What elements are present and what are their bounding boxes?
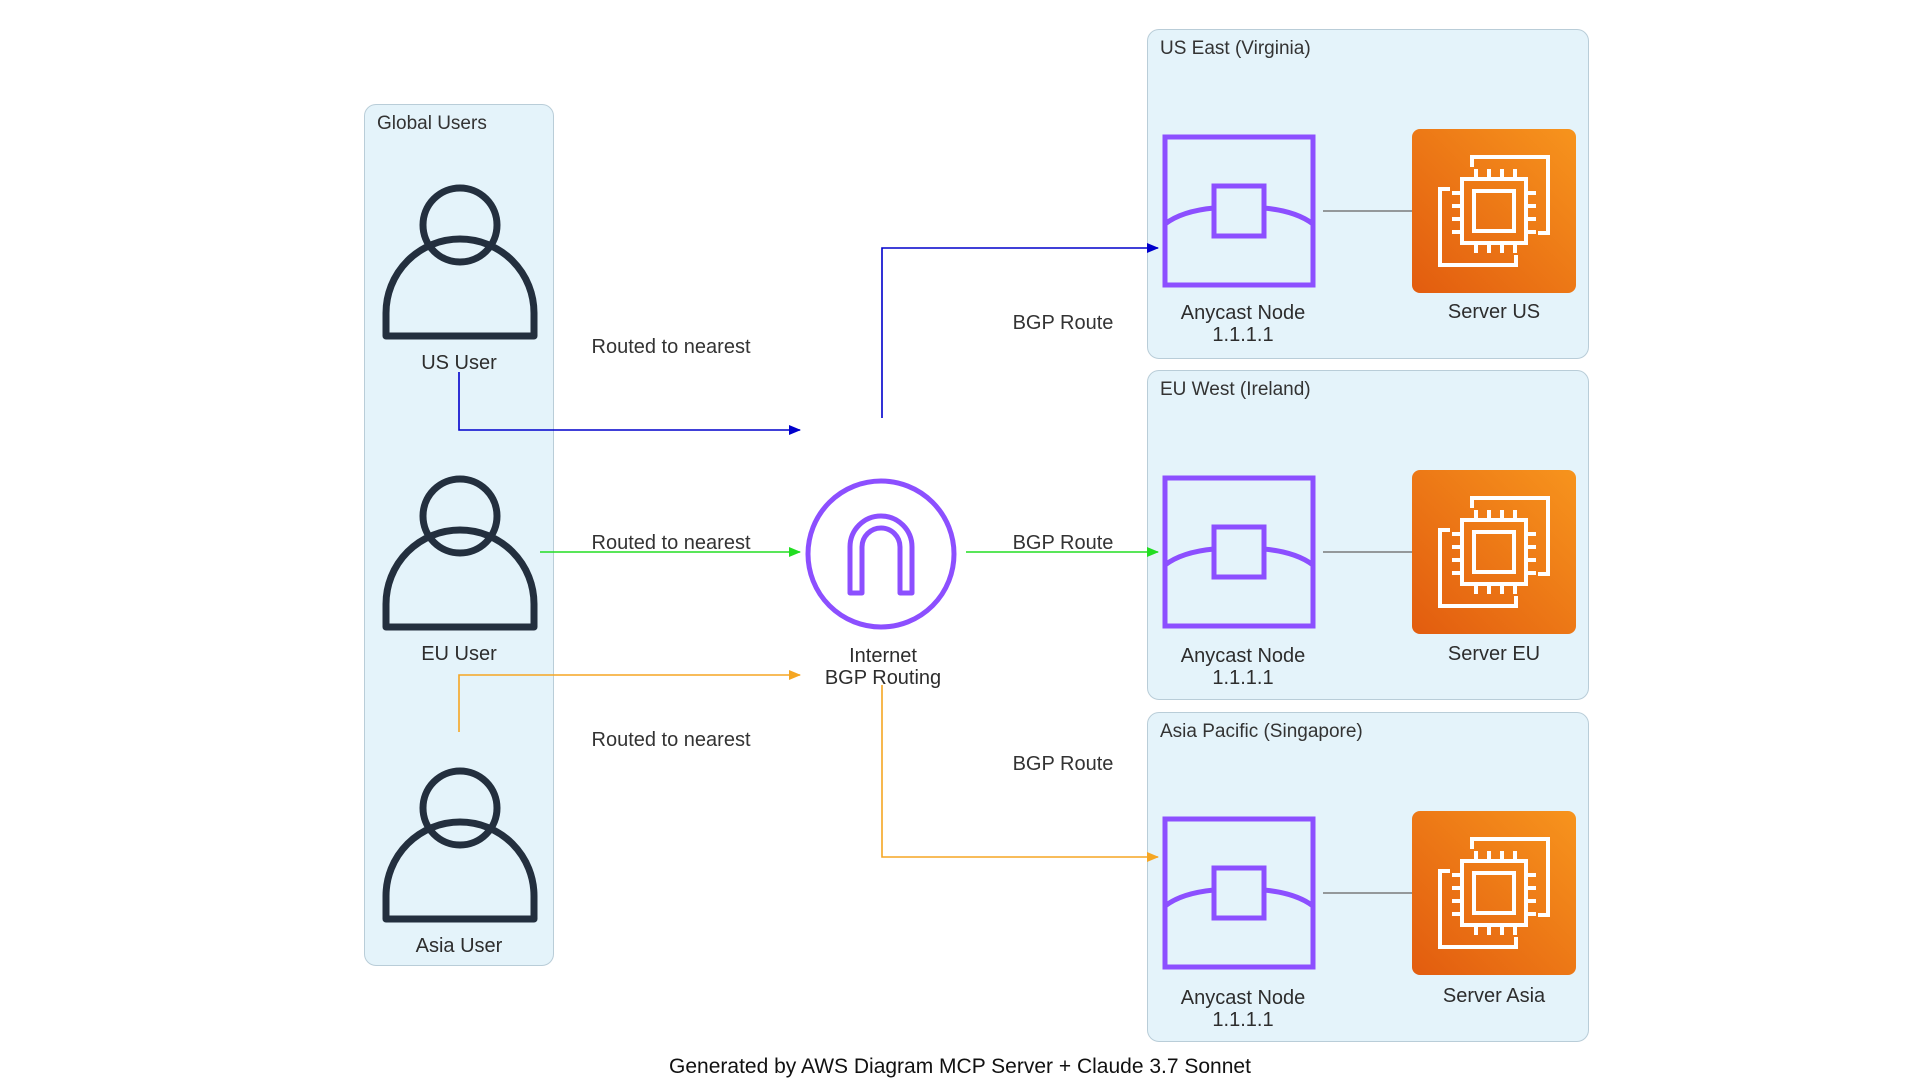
node-label-eu-user: EU User (421, 643, 497, 665)
node-label-server-us: Server US (1447, 301, 1541, 323)
edge-label-eu-user-route: Routed to nearest (591, 532, 751, 554)
edge-internet-to-anycast-us (881, 243, 1159, 418)
edge-label-asia-user-route: Routed to nearest (591, 729, 751, 751)
edge-internet-to-anycast-asia (881, 685, 1159, 862)
node-label-internet-line1: Internet (849, 645, 917, 667)
cluster-label-global-users: Global Users (377, 113, 487, 134)
node-label-asia-user: Asia User (415, 935, 503, 957)
ec2-instance-icon (1412, 129, 1576, 293)
node-label-internet: Internet BGP Routing (825, 645, 941, 689)
user-icon (382, 184, 538, 340)
node-label-anycast-asia: Anycast Node 1.1.1.1 (1181, 987, 1306, 1031)
node-label-anycast-eu-line1: Anycast Node (1180, 645, 1306, 667)
user-icon (382, 767, 538, 923)
node-label-anycast-eu-line2: 1.1.1.1 (1212, 667, 1274, 689)
node-label-anycast-us-line2: 1.1.1.1 (1212, 324, 1274, 346)
cluster-label-eu-west: EU West (Ireland) (1160, 379, 1311, 400)
edge-us-user-to-internet (458, 372, 801, 435)
node-label-server-eu: Server EU (1447, 643, 1541, 665)
edge-asia-user-to-internet (458, 670, 801, 732)
internet-gateway-icon (805, 478, 957, 630)
user-icon (382, 475, 538, 631)
node-label-anycast-eu: Anycast Node 1.1.1.1 (1181, 645, 1306, 689)
edge-label-bgp-us: BGP Route (1012, 312, 1114, 334)
network-node-icon (1162, 134, 1316, 288)
ec2-instance-icon (1412, 470, 1576, 634)
network-node-icon (1162, 475, 1316, 629)
node-label-anycast-us-line1: Anycast Node (1180, 302, 1306, 324)
edge-label-us-user-route: Routed to nearest (591, 336, 751, 358)
node-label-internet-line2: BGP Routing (824, 667, 942, 689)
cluster-label-asia-pacific: Asia Pacific (Singapore) (1160, 721, 1363, 742)
node-label-server-asia: Server Asia (1442, 985, 1546, 1007)
footer-caption: Generated by AWS Diagram MCP Server + Cl… (669, 1055, 1251, 1078)
network-node-icon (1162, 816, 1316, 970)
node-label-anycast-asia-line2: 1.1.1.1 (1212, 1009, 1274, 1031)
node-label-us-user: US User (421, 352, 497, 374)
cluster-label-us-east: US East (Virginia) (1160, 38, 1311, 59)
edge-label-bgp-eu: BGP Route (1012, 532, 1114, 554)
node-label-anycast-us: Anycast Node 1.1.1.1 (1181, 302, 1306, 346)
ec2-instance-icon (1412, 811, 1576, 975)
edge-label-bgp-asia: BGP Route (1012, 753, 1114, 775)
node-label-anycast-asia-line1: Anycast Node (1180, 987, 1306, 1009)
